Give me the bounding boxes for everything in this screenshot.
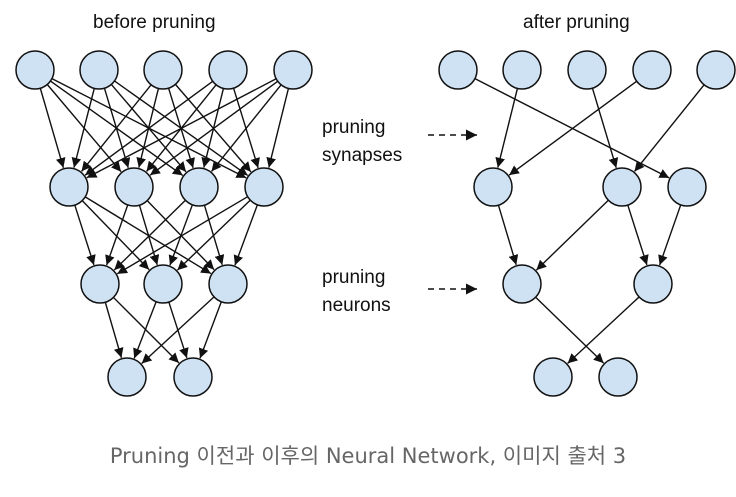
after-synapse	[567, 296, 640, 364]
before-synapse	[176, 199, 251, 271]
after-neuron-l0-n0	[438, 50, 478, 90]
before-synapse	[168, 204, 194, 266]
before-synapse	[71, 88, 95, 168]
after-network-edges	[474, 78, 705, 364]
before-neuron-l1-n1	[114, 167, 154, 207]
before-neuron-l0-n4	[273, 50, 313, 90]
after-synapse	[633, 84, 705, 172]
before-neuron-l3-n0	[107, 357, 147, 397]
after-synapse	[627, 204, 649, 266]
before-synapse	[84, 80, 214, 176]
after-synapse	[497, 205, 519, 266]
before-neuron-l1-n3	[244, 167, 284, 207]
before-synapse	[133, 301, 157, 359]
after-neuron-l2-n1	[633, 264, 673, 304]
before-synapse	[86, 78, 277, 179]
before-neuron-l1-n2	[179, 167, 219, 207]
after-neuron-l1-n2	[667, 167, 707, 207]
before-synapse	[112, 296, 180, 364]
before-neuron-l0-n0	[15, 50, 55, 90]
after-neuron-l0-n3	[632, 50, 672, 90]
before-synapse	[113, 199, 186, 271]
after-neuron-l0-n2	[567, 50, 607, 90]
before-synapse	[81, 200, 150, 271]
before-synapse	[80, 84, 152, 172]
after-synapse	[535, 199, 609, 271]
before-pruning-title: before pruning	[93, 12, 216, 33]
synapse-label-line2: synapses	[322, 145, 403, 166]
before-network-nodes	[15, 50, 313, 397]
after-synapse	[508, 80, 638, 176]
before-neuron-l2-n0	[80, 264, 120, 304]
before-neuron-l2-n1	[143, 264, 183, 304]
after-synapse	[495, 88, 519, 168]
figure-caption: Pruning 이전과 이후의 Neural Network, 이미지 출처 3	[109, 444, 627, 468]
neuron-label-line2: neurons	[322, 295, 391, 316]
before-synapse	[210, 84, 282, 172]
before-synapse	[39, 88, 66, 168]
before-neuron-l0-n3	[208, 50, 248, 90]
before-neuron-l0-n1	[79, 50, 119, 90]
after-synapse	[535, 296, 605, 364]
pruning-arrows	[428, 129, 477, 295]
before-network-edges	[39, 78, 290, 364]
before-synapse	[138, 205, 160, 266]
neuron-label-line1: pruning	[322, 267, 386, 288]
before-neuron-l3-n1	[173, 357, 213, 397]
before-synapse	[116, 196, 249, 275]
after-synapse	[591, 88, 619, 169]
after-neuron-l1-n1	[602, 167, 642, 207]
synapse-label: pruning synapses	[322, 114, 402, 170]
before-synapse	[198, 301, 222, 359]
after-synapse	[658, 204, 682, 266]
before-neuron-l0-n2	[143, 50, 183, 90]
before-synapse	[74, 204, 96, 266]
after-pruning-title: after pruning	[523, 12, 630, 33]
after-neuron-l3-n1	[598, 357, 638, 397]
before-neuron-l2-n2	[208, 264, 248, 304]
after-neuron-l0-n1	[502, 50, 542, 90]
before-synapse	[141, 296, 215, 364]
after-neuron-l0-n4	[696, 50, 736, 90]
after-neuron-l2-n0	[502, 264, 542, 304]
neuron-label: pruning neurons	[322, 264, 391, 320]
before-neuron-l1-n0	[49, 167, 89, 207]
before-synapse	[149, 80, 279, 176]
after-network-nodes	[438, 50, 736, 397]
before-synapse	[266, 88, 290, 168]
after-neuron-l1-n0	[473, 167, 513, 207]
before-synapse	[233, 204, 259, 266]
before-synapse	[105, 204, 129, 266]
synapse-label-line1: pruning	[322, 117, 386, 138]
after-neuron-l3-n0	[533, 357, 573, 397]
before-synapse	[104, 302, 124, 358]
